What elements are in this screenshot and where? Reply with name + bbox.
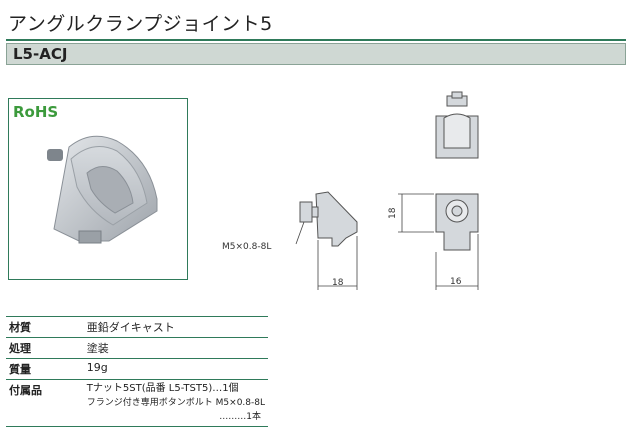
product-photo-box: RoHS [8,98,188,280]
side-view-bolt-shaft [311,206,319,218]
accessory-line-3: ………1本 [219,412,261,422]
spec-value-accessory: Tナット5ST(品番 L5-TST5)…1個 フランジ付き専用ボタンボルト M5… [83,379,268,427]
title-divider [6,39,626,41]
dim-front-height: 18 [388,207,398,219]
model-code: L5-ACJ [13,45,68,63]
top-view-bolt-shaft [451,91,463,99]
front-view-hole-outer [445,199,469,223]
front-view-hole-inner [451,205,463,217]
top-view-pocket [443,113,471,149]
spec-value: 亜鉛ダイキャスト [83,316,268,338]
spec-row-finish: 処理 塗装 [6,337,268,359]
spec-value: 塗装 [83,337,268,359]
spec-label: 処理 [6,337,84,359]
spec-label: 材質 [6,316,84,338]
spec-value: 19g [83,358,268,380]
side-view-bolt-head [299,201,313,223]
dim-front-width: 16 [450,277,462,287]
dim-bolt: M5×0.8-8L [222,242,271,252]
side-view-body [315,191,358,247]
bolt-head [47,149,63,161]
spec-row-accessory: 付属品 Tナット5ST(品番 L5-TST5)…1個 フランジ付き専用ボタンボル… [6,379,268,427]
rohs-badge: RoHS [13,103,59,121]
accessory-line-1: Tナット5ST(品番 L5-TST5)…1個 [86,383,239,394]
spec-label: 質量 [6,358,84,380]
t-nut [78,230,102,244]
spec-row-weight: 質量 19g [6,358,268,380]
front-view-body [435,193,479,251]
dim-side-width: 18 [332,278,344,288]
part-pocket [86,166,134,214]
top-view-bolt-head [446,95,468,107]
model-bar: L5-ACJ [6,43,626,65]
spec-label: 付属品 [6,379,84,427]
page-title: アングルクランプジョイント5 [8,13,273,35]
product-photo [47,135,158,244]
accessory-line-2: フランジ付き専用ボタンボルト M5×0.8-8L [86,398,265,408]
top-view-body [435,115,479,159]
spec-table: 材質 亜鉛ダイキャスト 処理 塗装 質量 19g 付属品 Tナット5ST(品番 … [6,316,268,427]
spec-row-material: 材質 亜鉛ダイキャスト [6,316,268,338]
